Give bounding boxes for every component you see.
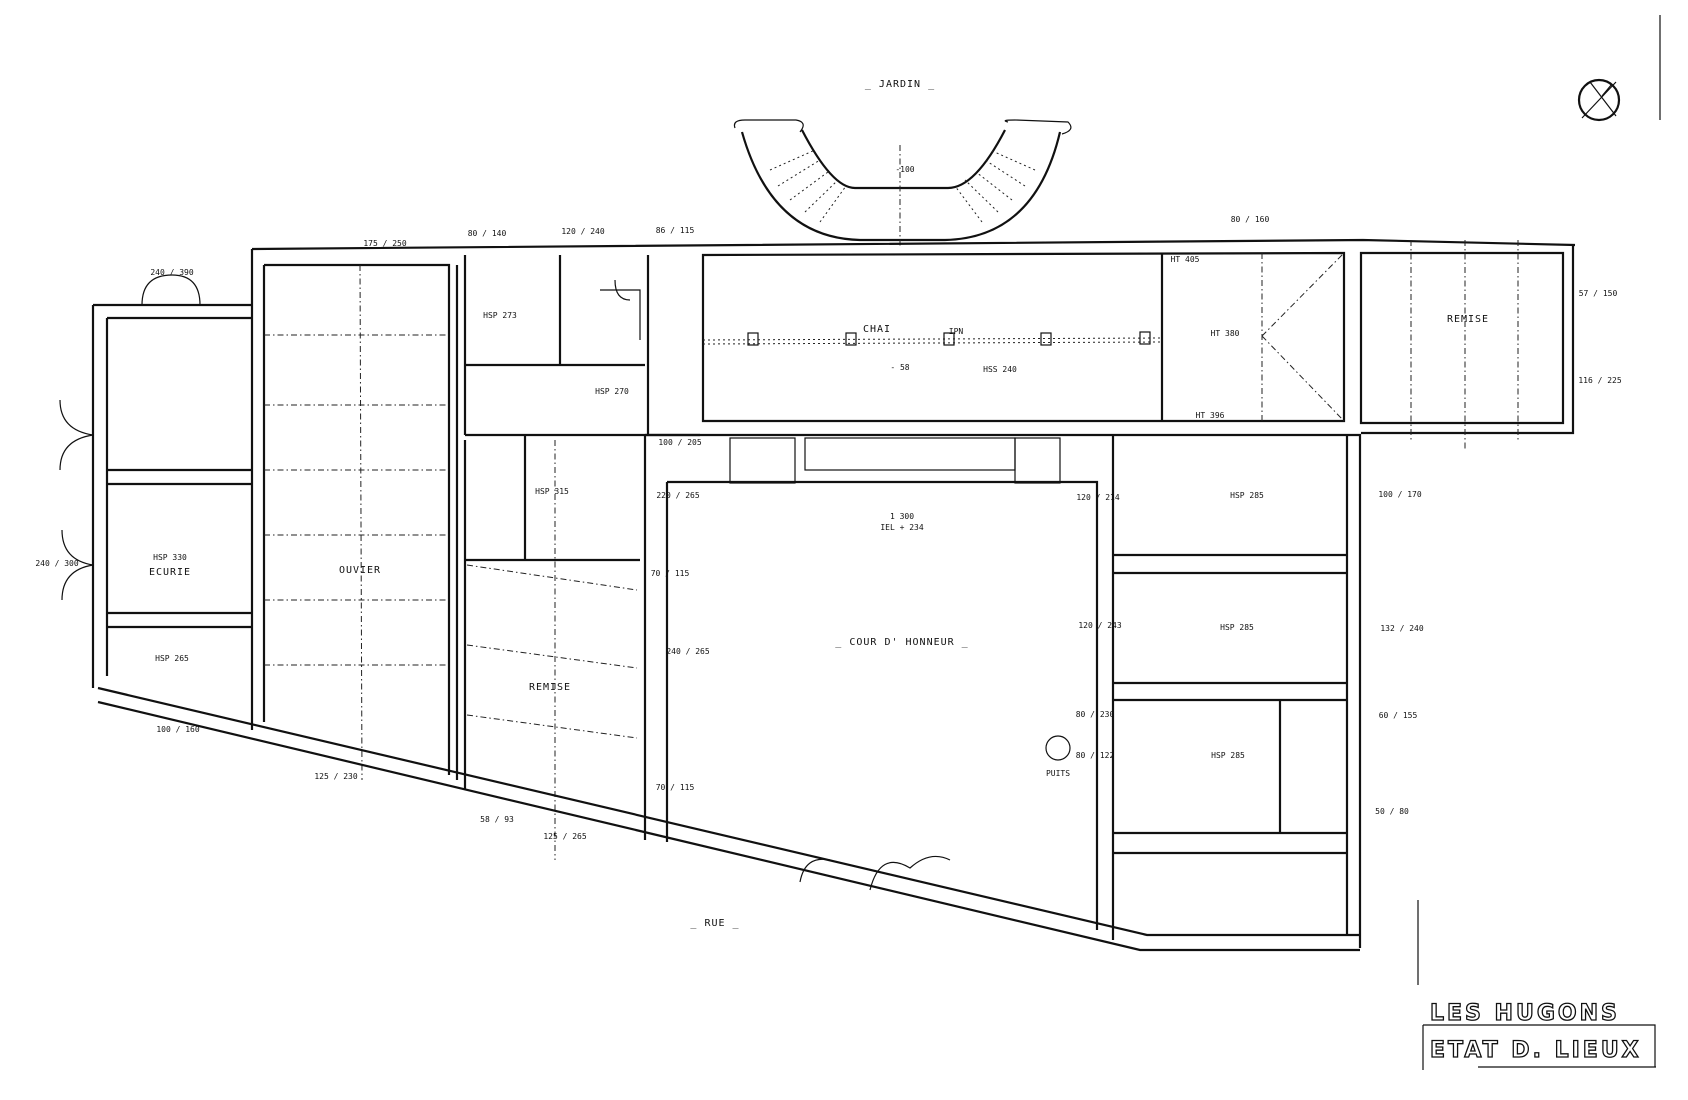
ouvier-label: OUVIER (339, 565, 381, 576)
remise-east-label: REMISE (1447, 314, 1489, 325)
chai-hss: HSS 240 (983, 365, 1017, 374)
chai-ipn: IPN (949, 327, 964, 336)
dimension: 240 / 390 (150, 268, 194, 277)
hsp-315: HSP 315 (535, 487, 569, 496)
remise-west-label: REMISE (529, 682, 571, 693)
title-line-2: ETAT D. LIEUX (1430, 1038, 1642, 1063)
dimension: 116 / 225 (1578, 376, 1622, 385)
dimension: 70 / 115 (656, 783, 695, 792)
title-line-1: LES HUGONS (1430, 1001, 1620, 1026)
ecurie-label: ECURIE (149, 567, 191, 578)
chai-label: CHAI (863, 324, 891, 335)
rue-label: _ RUE _ (690, 918, 739, 929)
dimension: 100 / 205 (658, 438, 702, 447)
dimension: 57 / 150 (1579, 289, 1618, 298)
ht-405: HT 405 (1171, 255, 1200, 264)
dimension: 220 / 265 (656, 491, 700, 500)
dimension: 80 / 140 (468, 229, 507, 238)
dimension: 240 / 300 (35, 559, 79, 568)
well-icon (1045, 735, 1071, 761)
dimension: 100 / 170 (1378, 490, 1422, 499)
dimension: 120 / 240 (561, 227, 605, 236)
dimension: 80 / 122 (1076, 751, 1115, 760)
dimension: 86 / 115 (656, 226, 695, 235)
chai (701, 251, 1346, 423)
cour-level-1: 1 300 (890, 512, 914, 521)
dimension: 120 / 214 (1076, 493, 1120, 502)
dimension: 80 / 230 (1076, 710, 1115, 719)
jardin-label: _ JARDIN _ (865, 79, 935, 90)
ht-396: HT 396 (1196, 411, 1225, 420)
dimension: 70 / 115 (651, 569, 690, 578)
dimension: 125 / 230 (314, 772, 358, 781)
hsp-285-c: HSP 285 (1211, 751, 1245, 760)
cour-label: _ COUR D' HONNEUR _ (835, 637, 968, 648)
dimension: 132 / 240 (1380, 624, 1424, 633)
dimension: 240 / 265 (666, 647, 710, 656)
puits-label: PUITS (1046, 769, 1070, 778)
hsp-265: HSP 265 (155, 654, 189, 663)
hsp-273: HSP 273 (483, 311, 517, 320)
north-arrow-icon (1577, 78, 1621, 122)
dimension: 125 / 265 (543, 832, 587, 841)
hsp-270: HSP 270 (595, 387, 629, 396)
dimension: 175 / 250 (363, 239, 407, 248)
garden-stair (733, 119, 1072, 248)
cour-level-2: IEL + 234 (880, 523, 924, 532)
ht-380: HT 380 (1211, 329, 1240, 338)
west-annex (59, 274, 252, 688)
dimension: 60 / 155 (1379, 711, 1418, 720)
jardin-level: -100 (895, 165, 914, 174)
dimension: 120 / 243 (1078, 621, 1122, 630)
dimension: 58 / 93 (480, 815, 514, 824)
ecurie-hsp: HSP 330 (153, 553, 187, 562)
title-block: LES HUGONS ETAT D. LIEUX (1417, 15, 1661, 1070)
hsp-285-a: HSP 285 (1230, 491, 1264, 500)
dimension: 80 / 160 (1231, 215, 1270, 224)
dimension: 50 / 80 (1375, 807, 1409, 816)
hsp-285-b: HSP 285 (1220, 623, 1254, 632)
chai-level: - 58 (890, 363, 909, 372)
dimension: 100 / 160 (156, 725, 200, 734)
